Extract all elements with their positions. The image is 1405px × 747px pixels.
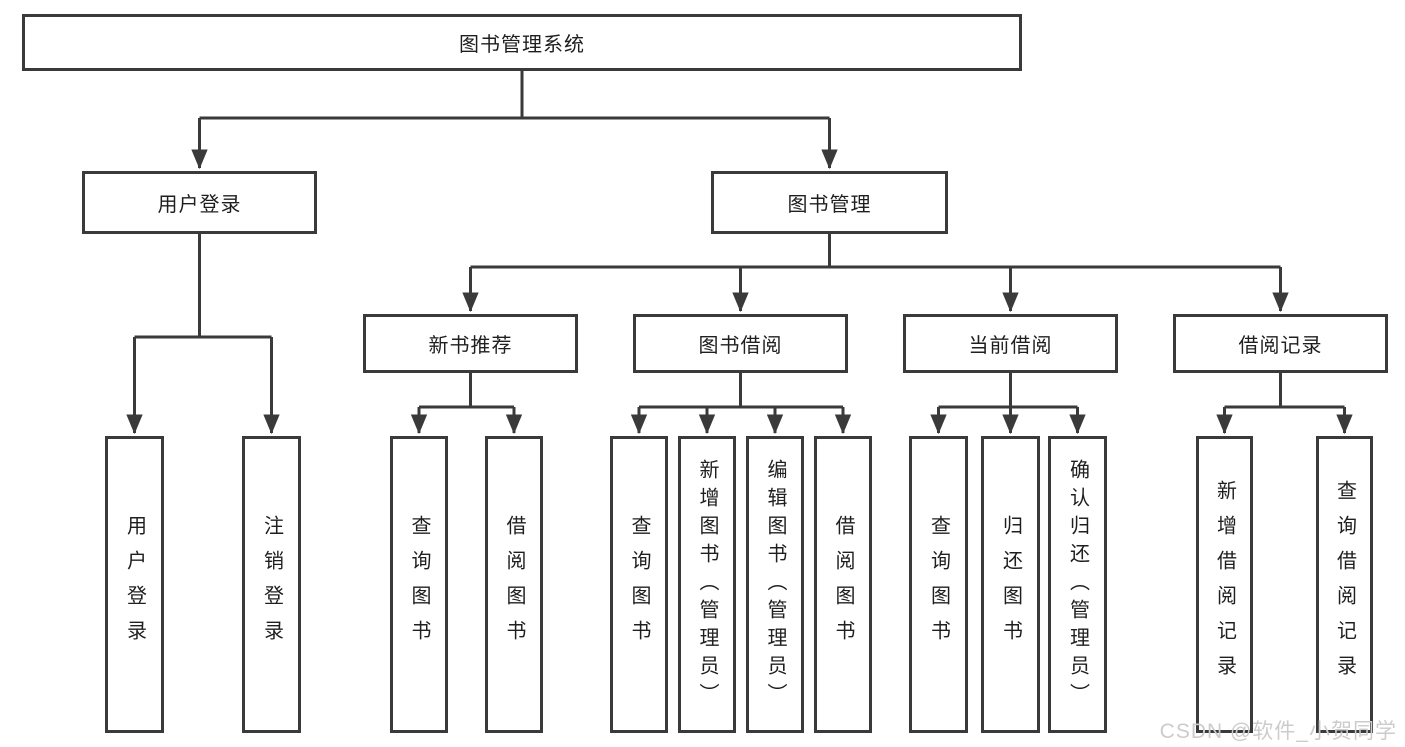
leaf-current-query-books-label: 查询图书	[927, 514, 950, 655]
leaf-add-borrow-record: 新增借阅记录	[1196, 436, 1253, 733]
leaf-add-borrow-record-label: 新增借阅记录	[1213, 479, 1236, 690]
leaf-confirm-return-admin: 确认归还（管理员）	[1048, 436, 1107, 733]
leaf-query-borrow-record-label: 查询借阅记录	[1333, 479, 1356, 690]
node-borrow-records-label: 借阅记录	[1238, 335, 1323, 357]
leaf-recommend-query-books: 查询图书	[390, 436, 448, 733]
leaf-edit-books-admin: 编辑图书（管理员）	[746, 436, 804, 733]
leaf-confirm-return-admin-label: 确认归还（管理员）	[1066, 458, 1089, 711]
node-root-label: 图书管理系统	[459, 34, 585, 56]
node-book-borrow: 图书借阅	[633, 314, 848, 373]
leaf-borrow-books: 借阅图书	[814, 436, 872, 733]
leaf-return-books-label: 归还图书	[999, 514, 1022, 655]
leaf-return-books: 归还图书	[981, 436, 1040, 733]
node-new-book-recommend-label: 新书推荐	[428, 335, 513, 357]
leaf-recommend-borrow-books-label: 借阅图书	[503, 514, 525, 655]
leaf-query-borrow-record: 查询借阅记录	[1316, 436, 1373, 733]
node-new-book-recommend: 新书推荐	[363, 314, 578, 373]
node-book-borrow-label: 图书借阅	[698, 335, 783, 357]
leaf-logout: 注销登录	[242, 436, 301, 733]
leaf-recommend-borrow-books: 借阅图书	[485, 436, 543, 733]
node-user-login-branch: 用户登录	[82, 171, 317, 234]
node-current-borrow: 当前借阅	[903, 314, 1118, 373]
csdn-watermark: CSDN @软件_小贺同学	[1159, 720, 1397, 743]
leaf-add-books-admin: 新增图书（管理员）	[678, 436, 736, 733]
leaf-user-login-label: 用户登录	[123, 514, 146, 655]
leaf-add-books-admin-label: 新增图书（管理员）	[696, 458, 718, 711]
leaf-edit-books-admin-label: 编辑图书（管理员）	[764, 458, 786, 711]
leaf-user-login: 用户登录	[105, 436, 164, 733]
node-current-borrow-label: 当前借阅	[968, 335, 1053, 357]
node-root-library-system: 图书管理系统	[22, 14, 1022, 71]
node-book-management-branch-label: 图书管理	[787, 194, 872, 216]
node-user-login-branch-label: 用户登录	[157, 194, 242, 216]
leaf-recommend-query-books-label: 查询图书	[408, 514, 430, 655]
leaf-borrow-query-books-label: 查询图书	[628, 514, 650, 655]
node-book-management-branch: 图书管理	[711, 171, 948, 234]
leaf-logout-label: 注销登录	[260, 514, 283, 655]
leaf-borrow-books-label: 借阅图书	[832, 514, 854, 655]
node-borrow-records: 借阅记录	[1173, 314, 1388, 373]
leaf-current-query-books: 查询图书	[909, 436, 968, 733]
leaf-borrow-query-books: 查询图书	[610, 436, 668, 733]
